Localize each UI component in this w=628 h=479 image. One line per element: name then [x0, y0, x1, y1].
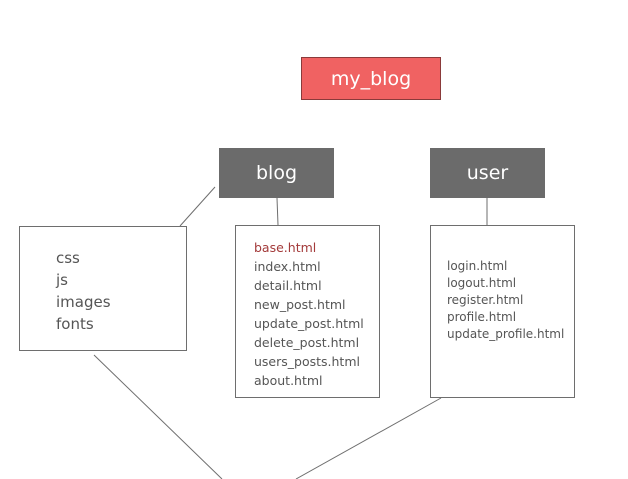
blog-template-file: new_post.html: [254, 297, 346, 312]
user-template-file: register.html: [447, 293, 524, 307]
user-template-file: login.html: [447, 259, 508, 273]
user-folder-label: user: [466, 162, 509, 184]
blog-template-file: update_post.html: [254, 316, 364, 331]
user-folder-node: user: [430, 148, 545, 198]
static-folder-item: fonts: [56, 315, 94, 333]
blog-template-file: index.html: [254, 259, 321, 274]
blog-template-file: delete_post.html: [254, 335, 360, 350]
root-label: my_blog: [330, 67, 412, 90]
user-template-list: login.html logout.html register.html pro…: [447, 258, 574, 343]
user-templates-box: login.html logout.html register.html pro…: [430, 225, 575, 398]
blog-template-file-base: base.html: [254, 240, 317, 255]
blog-folder-label: blog: [255, 162, 298, 184]
blog-template-file: users_posts.html: [254, 354, 360, 369]
user-template-file: profile.html: [447, 310, 517, 324]
root-node-my-blog: my_blog: [301, 57, 441, 100]
user-template-file: logout.html: [447, 276, 517, 290]
blog-folder-node: blog: [219, 148, 334, 198]
static-folder-list: css js images fonts: [56, 247, 186, 335]
user-template-file: update_profile.html: [447, 327, 565, 341]
static-folders-box: css js images fonts: [19, 226, 187, 351]
connector-blog-to-static: [179, 186, 216, 227]
blog-template-list: base.html index.html detail.html new_pos…: [254, 238, 379, 390]
blog-templates-box: base.html index.html detail.html new_pos…: [235, 225, 380, 398]
connector-blog-to-templates: [276, 197, 279, 226]
connector-static-down: [93, 354, 223, 479]
static-folder-item: js: [56, 271, 68, 289]
static-folder-item: css: [56, 249, 80, 267]
static-folder-item: images: [56, 293, 111, 311]
blog-template-file: detail.html: [254, 278, 322, 293]
blog-template-file: about.html: [254, 373, 323, 388]
connector-user-box-down: [295, 397, 442, 479]
